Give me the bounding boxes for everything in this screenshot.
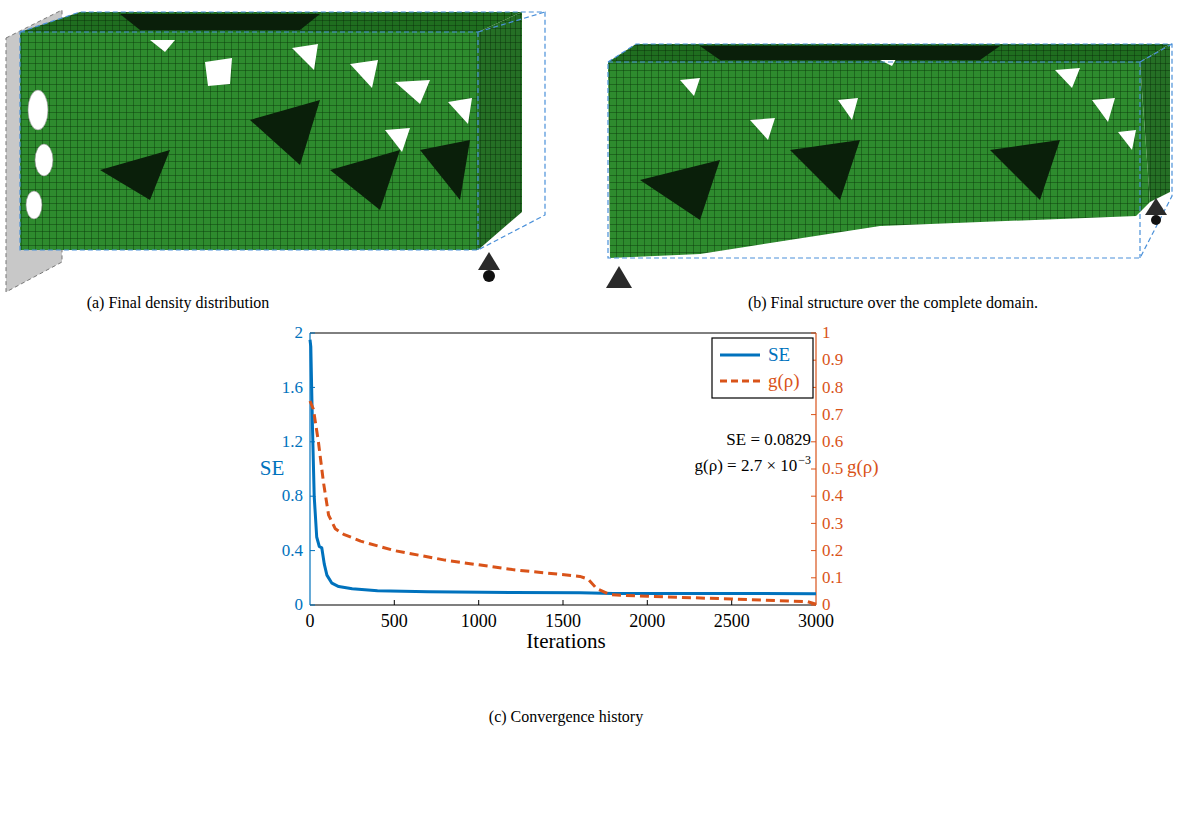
end-face xyxy=(478,12,522,250)
tick-label-holder: 2000 xyxy=(629,611,665,632)
legend-sample-solid xyxy=(720,354,760,357)
tick-label: 0.3 xyxy=(822,514,843,533)
subcaption-holder: (b) Final structure over the complete do… xyxy=(748,294,1038,312)
convergence-chart xyxy=(310,333,816,605)
front-face xyxy=(20,32,478,250)
legend-label-holder: g(ρ) xyxy=(768,370,800,392)
tick-label-holder: 1000 xyxy=(461,611,497,632)
axis-title-holder: Iterations xyxy=(526,629,605,653)
shadows xyxy=(100,14,470,210)
subcaption-holder: (a) Final density distribution xyxy=(87,294,270,312)
annotation: g(ρ) = 2.7 × 10 xyxy=(694,456,797,475)
tick-label: 0.1 xyxy=(822,568,843,587)
legend-label-holder: SE xyxy=(768,344,790,366)
roller-support xyxy=(1145,198,1167,225)
section-holes xyxy=(26,90,53,219)
tick-label: 2 xyxy=(295,323,304,342)
tick-label-holder: 0.5 xyxy=(822,459,843,479)
tick-label: 1 xyxy=(822,323,831,342)
legend-sample-dashed xyxy=(720,380,760,383)
axis-title-holder: g(ρ) xyxy=(847,456,879,478)
subcaption: (c) Convergence history xyxy=(489,708,643,725)
tick-label: 500 xyxy=(381,611,408,631)
pin-support xyxy=(606,266,632,288)
tick-label-holder: 1 xyxy=(822,323,831,343)
tick-label: 1.2 xyxy=(282,432,303,451)
tick-label: 0.7 xyxy=(822,405,843,424)
superscript: −3 xyxy=(798,453,811,467)
legend-box xyxy=(712,338,813,398)
tick-label: 1000 xyxy=(461,611,497,631)
tick-label-holder: 1.2 xyxy=(282,432,303,452)
domain-box xyxy=(608,44,1172,258)
tick-label: 3000 xyxy=(798,611,834,631)
annotation-holder: g(ρ) = 2.7 × 10 xyxy=(694,456,797,476)
tick-label: 0.5 xyxy=(822,459,843,478)
tick-label: 0.6 xyxy=(822,432,843,451)
tick-label-holder: 0.3 xyxy=(822,514,843,534)
axis-title: g(ρ) xyxy=(847,456,879,477)
tick-label: 0.2 xyxy=(822,541,843,560)
tick-label-holder: 0.8 xyxy=(282,486,303,506)
tick-label-holder: 0.1 xyxy=(822,568,843,588)
density-panel xyxy=(6,10,545,292)
tick-label: 0.4 xyxy=(822,486,843,505)
subcaption: (b) Final structure over the complete do… xyxy=(748,294,1038,311)
tick-label-holder: 500 xyxy=(381,611,408,632)
tick-label-holder: 0 xyxy=(295,595,304,615)
x-ticks xyxy=(394,600,731,605)
tick-label-holder: 0.4 xyxy=(822,486,843,506)
superscript-holder: −3 xyxy=(798,450,811,468)
g-curve xyxy=(310,401,816,604)
tick-label-holder: 0.6 xyxy=(822,432,843,452)
axis-title-holder: SE xyxy=(260,456,285,480)
shadows xyxy=(640,46,1060,220)
subcaption: (a) Final density distribution xyxy=(87,294,270,311)
tick-label: 0 xyxy=(295,595,304,614)
axis-title: Iterations xyxy=(526,629,605,653)
tick-label: 0.8 xyxy=(822,378,843,397)
top-border xyxy=(310,333,816,334)
tick-label-holder: 0 xyxy=(306,611,315,632)
full-structure-panel xyxy=(606,44,1172,288)
front-face xyxy=(608,62,1150,258)
tick-label: 0.4 xyxy=(282,541,303,560)
tick-label-holder: 2 xyxy=(295,323,304,343)
tick-label: 1.6 xyxy=(282,378,303,397)
top-face xyxy=(20,12,522,32)
top-face xyxy=(608,44,1170,62)
domain-box xyxy=(20,12,545,250)
roller-support xyxy=(478,252,500,282)
holes xyxy=(680,52,1136,150)
tick-label-holder: 0.4 xyxy=(282,541,303,561)
tick-label: 1500 xyxy=(545,611,581,631)
tick-label: 2500 xyxy=(714,611,750,631)
legend-label: g(ρ) xyxy=(768,370,800,391)
tick-label: 0.9 xyxy=(822,350,843,369)
tick-label-holder: 0.9 xyxy=(822,350,843,370)
axis-title: SE xyxy=(260,456,285,480)
tick-label-holder: 0.2 xyxy=(822,541,843,561)
tick-label-holder: 1.6 xyxy=(282,378,303,398)
tick-label-holder: 2500 xyxy=(714,611,750,632)
holes xyxy=(150,40,472,152)
tick-label-holder: 0.8 xyxy=(822,378,843,398)
tick-label-holder: 1500 xyxy=(545,611,581,632)
annotation-holder: SE = 0.0829 xyxy=(726,430,811,450)
legend-label: SE xyxy=(768,344,790,365)
tick-label-holder: 0.7 xyxy=(822,405,843,425)
tick-label: 0.8 xyxy=(282,486,303,505)
tick-label: 0 xyxy=(306,611,315,631)
annotation: SE = 0.0829 xyxy=(726,430,811,449)
subcaption-holder: (c) Convergence history xyxy=(489,708,643,726)
tick-label-holder: 3000 xyxy=(798,611,834,632)
tick-label: 2000 xyxy=(629,611,665,631)
